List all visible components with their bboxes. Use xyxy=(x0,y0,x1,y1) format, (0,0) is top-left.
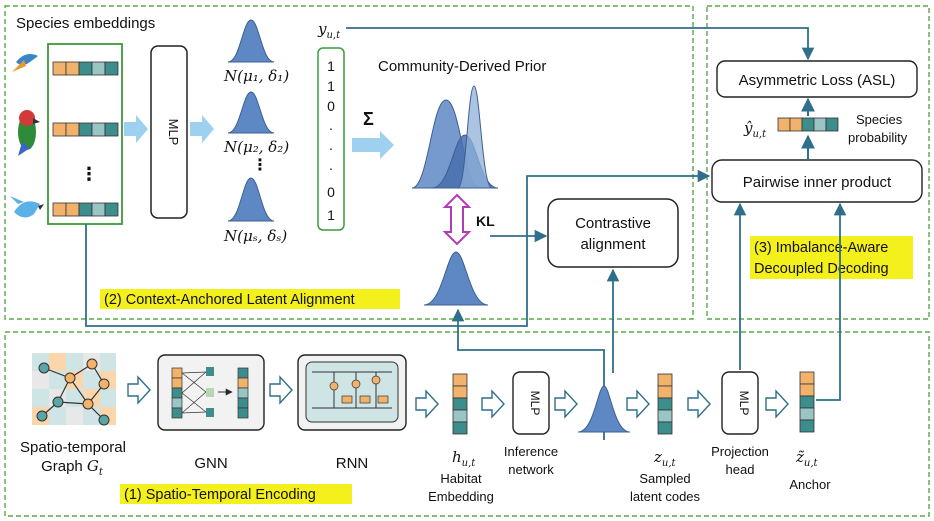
inference-mlp-block xyxy=(512,371,550,435)
rnn-label: RNN xyxy=(336,455,369,472)
inference-mlp-label: MLP xyxy=(528,391,542,416)
kl-arrow xyxy=(442,193,472,246)
y-label: yu,t xyxy=(317,20,341,41)
y-value: . xyxy=(329,137,333,153)
arrow-to-mlp xyxy=(124,115,148,143)
projection-mlp-label: MLP xyxy=(737,391,751,416)
parrot-icon xyxy=(18,110,40,156)
anchor-caption: Anchor xyxy=(789,477,831,492)
posterior-curve xyxy=(423,251,489,306)
habitat-embedding-vector xyxy=(452,373,468,435)
y-value: . xyxy=(329,117,333,133)
projection-mlp-block xyxy=(721,371,759,435)
z-label: zu,t xyxy=(653,448,677,469)
arrow-mlp-to-latent xyxy=(554,389,578,419)
line-latent-to-posterior xyxy=(451,308,605,386)
inference-caption-2: network xyxy=(508,462,554,477)
arrow-gnn-to-rnn xyxy=(269,375,293,405)
species-ellipsis: ⋮ xyxy=(80,164,98,184)
asl-label: Asymmetric Loss (ASL) xyxy=(739,72,896,89)
arrow-latent-to-z xyxy=(626,389,650,419)
normal-curve-s xyxy=(227,177,275,222)
spatio-temporal-graph xyxy=(32,353,116,426)
section-frame-alignment xyxy=(4,5,694,320)
normal-label-1: N(μ₁, δ₁) xyxy=(223,67,289,85)
arrow-z-to-proj xyxy=(687,389,711,419)
y-value: 1 xyxy=(327,78,335,94)
normal-label-2: N(μ₂, δ₂) xyxy=(223,138,289,156)
section-frame-encoding xyxy=(4,331,930,517)
gnn-block xyxy=(157,354,265,431)
h-caption-2: Embedding xyxy=(428,489,494,504)
line-species-to-pairwise xyxy=(85,169,711,327)
projection-caption-2: head xyxy=(726,462,755,477)
mlp-block xyxy=(150,45,188,219)
species-prob-1: Species xyxy=(856,112,903,127)
mlp-label: MLP xyxy=(166,119,181,146)
section-highlight-2 xyxy=(100,289,400,309)
section-label-decoding-2: Decoupled Decoding xyxy=(754,261,889,277)
species-embedding-box xyxy=(47,43,123,225)
pelican-icon xyxy=(12,54,38,72)
species-vector-s xyxy=(52,202,119,217)
y-value: . xyxy=(329,157,333,173)
arrow-h-to-mlp xyxy=(481,389,505,419)
arrow-rnn-to-h xyxy=(415,389,439,419)
section-label-alignment: (2) Context-Anchored Latent Alignment xyxy=(104,292,355,308)
section-label-decoding-1: (3) Imbalance-Aware xyxy=(754,240,888,256)
z-caption-1: Sampled xyxy=(639,471,690,486)
kl-label: KL xyxy=(476,213,495,229)
y-vector-values: 1 1 0 . . . 0 1 xyxy=(327,58,335,223)
graph-label-2: Graph Gt xyxy=(41,457,104,478)
bluebird-icon xyxy=(10,196,44,218)
contrastive-label-1: Contrastive xyxy=(575,215,651,232)
prior-title: Community-Derived Prior xyxy=(378,58,546,75)
normal-label-s: N(μₛ, δₛ) xyxy=(223,227,287,245)
y-value: 1 xyxy=(327,207,335,223)
graph-label-1: Spatio-temporal xyxy=(20,439,126,456)
arrow-from-mlp xyxy=(190,115,214,143)
latent-curve xyxy=(577,385,631,433)
arrow-proj-to-anchor xyxy=(765,389,789,419)
section-label-encoding: (1) Spatio-Temporal Encoding xyxy=(124,487,316,503)
rnn-block xyxy=(297,354,407,431)
community-prior-mixture xyxy=(411,85,499,189)
section-frame-decoding xyxy=(706,5,930,320)
y-hat-label: ŷu,t xyxy=(743,119,767,140)
h-label: hu,t xyxy=(452,448,476,469)
section-highlight-3 xyxy=(750,236,913,279)
y-value: 0 xyxy=(327,184,335,200)
sigma-symbol: Σ xyxy=(363,109,374,129)
normal-ellipsis: ⋮ xyxy=(252,157,268,174)
asl-box xyxy=(716,60,918,98)
contrastive-alignment-box xyxy=(547,198,679,268)
arrow-graph-to-gnn xyxy=(127,375,151,405)
normal-curve-1 xyxy=(227,19,275,63)
species-prob-2: probability xyxy=(848,130,908,145)
h-caption-1: Habitat xyxy=(440,471,482,486)
anchor-label: z̃u,t xyxy=(795,448,819,469)
contrastive-label-2: alignment xyxy=(580,236,646,253)
species-embeddings-title: Species embeddings xyxy=(16,15,155,32)
y-value: 0 xyxy=(327,98,335,114)
normal-curve-2 xyxy=(227,91,275,134)
y-vector-box xyxy=(317,47,345,231)
prob-vector xyxy=(777,117,839,132)
species-vector-1 xyxy=(52,61,119,76)
pairwise-label: Pairwise inner product xyxy=(743,174,892,191)
arrow-sum-to-prior xyxy=(352,131,394,159)
section-highlight-1 xyxy=(120,484,352,504)
sampled-latent-vector xyxy=(657,373,673,435)
pairwise-box xyxy=(711,159,923,203)
species-vector-2 xyxy=(52,122,119,137)
inference-caption-1: Inference xyxy=(504,444,558,459)
z-caption-2: latent codes xyxy=(630,489,701,504)
anchor-vector xyxy=(799,371,815,433)
y-value: 1 xyxy=(327,58,335,74)
line-y-to-asl xyxy=(346,27,815,61)
projection-caption-1: Projection xyxy=(711,444,769,459)
gnn-label: GNN xyxy=(194,455,227,472)
line-anchor-to-pairwise xyxy=(816,202,847,401)
